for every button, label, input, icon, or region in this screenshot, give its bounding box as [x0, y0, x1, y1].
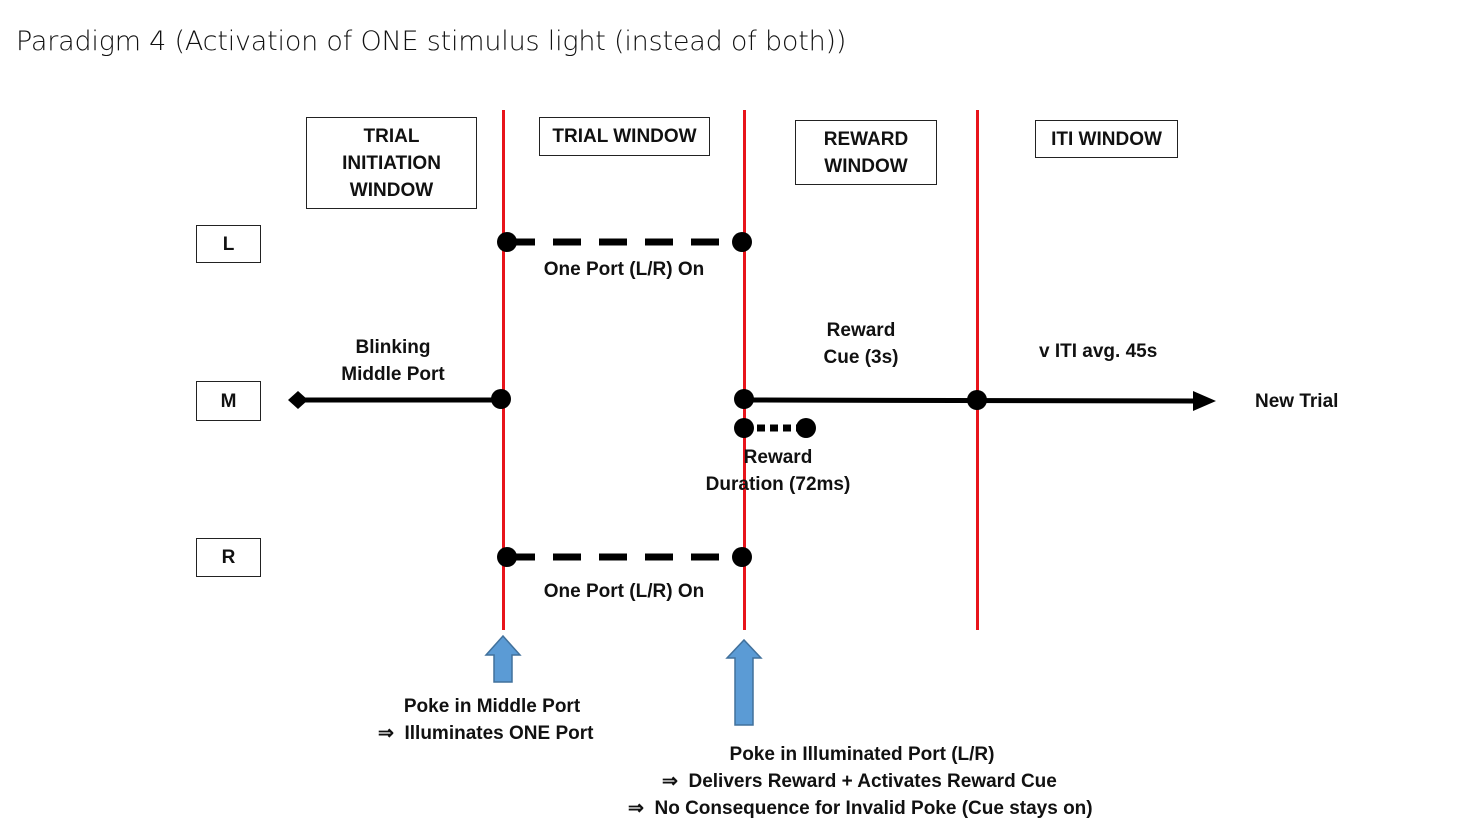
page-title: Paradigm 4 (Activation of ONE stimulus l…: [16, 26, 847, 57]
trial-initiation-window-box: TRIAL INITIATION WINDOW: [306, 117, 477, 209]
reward-window-line-1: REWARD: [823, 128, 909, 150]
poke-illuminated-line-3: ⇒ No Consequence for Invalid Poke (Cue s…: [628, 798, 1093, 819]
port-l-label: L: [222, 233, 235, 255]
poke-illuminated-line-1: Poke in Illuminated Port (L/R): [729, 744, 995, 765]
port-r-box: R: [196, 538, 261, 577]
l-row-end-dot: [732, 232, 752, 252]
m-row-reward-dot: [734, 389, 754, 409]
iti-window-box: ITI WINDOW: [1035, 120, 1178, 158]
boundary-line-3: [976, 110, 979, 630]
trial-initiation-line-1: TRIAL: [363, 125, 420, 147]
boundary-line-2: [743, 110, 746, 630]
reward-window-box: REWARD WINDOW: [795, 120, 937, 185]
reward-duration-label: Reward Duration (72ms): [693, 444, 863, 498]
blinking-middle-port-label: Blinking Middle Port: [323, 334, 463, 388]
m-row-diamond: [288, 391, 308, 409]
port-m-label: M: [220, 390, 237, 412]
m-row-arrowhead: [1193, 391, 1216, 411]
m-row-poke-dot: [491, 389, 511, 409]
poke-illuminated-line-2: ⇒ Delivers Reward + Activates Reward Cue: [662, 771, 1057, 792]
reward-duration-start-dot: [734, 418, 754, 438]
poke-middle-line-2: ⇒ Illuminates ONE Port: [378, 723, 594, 744]
iti-average-label: v ITI avg. 45s: [1039, 341, 1158, 362]
reward-cue-line-1: Reward: [826, 320, 896, 341]
port-l-box: L: [196, 225, 261, 263]
reward-window-line-2: WINDOW: [824, 155, 908, 177]
reward-duration-line-2: Duration (72ms): [705, 474, 851, 495]
reward-cue-line-2: Cue (3s): [823, 347, 899, 368]
port-r-label: R: [221, 547, 236, 568]
new-trial-label: New Trial: [1255, 391, 1339, 412]
l-row-label: One Port (L/R) On: [543, 259, 705, 280]
port-m-box: M: [196, 381, 261, 421]
poke-illuminated-event: Poke in Illuminated Port (L/R) ⇒ Deliver…: [622, 741, 1106, 822]
r-row-start-dot: [497, 547, 517, 567]
trial-window-label: TRIAL WINDOW: [552, 126, 697, 147]
poke-illuminated-arrow-icon: [725, 638, 763, 726]
reward-duration-end-dot: [796, 418, 816, 438]
trial-initiation-line-2: INITIATION: [342, 152, 441, 174]
blinking-line-2: Middle Port: [341, 364, 445, 385]
blinking-line-1: Blinking: [355, 337, 431, 358]
iti-window-label: ITI WINDOW: [1051, 128, 1162, 150]
trial-window-box: TRIAL WINDOW: [539, 117, 710, 156]
trial-initiation-line-3: WINDOW: [349, 179, 434, 201]
poke-middle-line-1: Poke in Middle Port: [403, 696, 581, 717]
l-row-start-dot: [497, 232, 517, 252]
m-row-iti-dot: [967, 390, 987, 410]
reward-duration-line-1: Reward: [743, 447, 813, 468]
poke-middle-arrow-icon: [484, 634, 522, 683]
boundary-line-1: [502, 110, 505, 630]
r-row-end-dot: [732, 547, 752, 567]
poke-middle-event: Poke in Middle Port ⇒ Illuminates ONE Po…: [372, 693, 612, 747]
r-row-label: One Port (L/R) On: [543, 581, 705, 602]
reward-cue-label: Reward Cue (3s): [805, 317, 917, 371]
